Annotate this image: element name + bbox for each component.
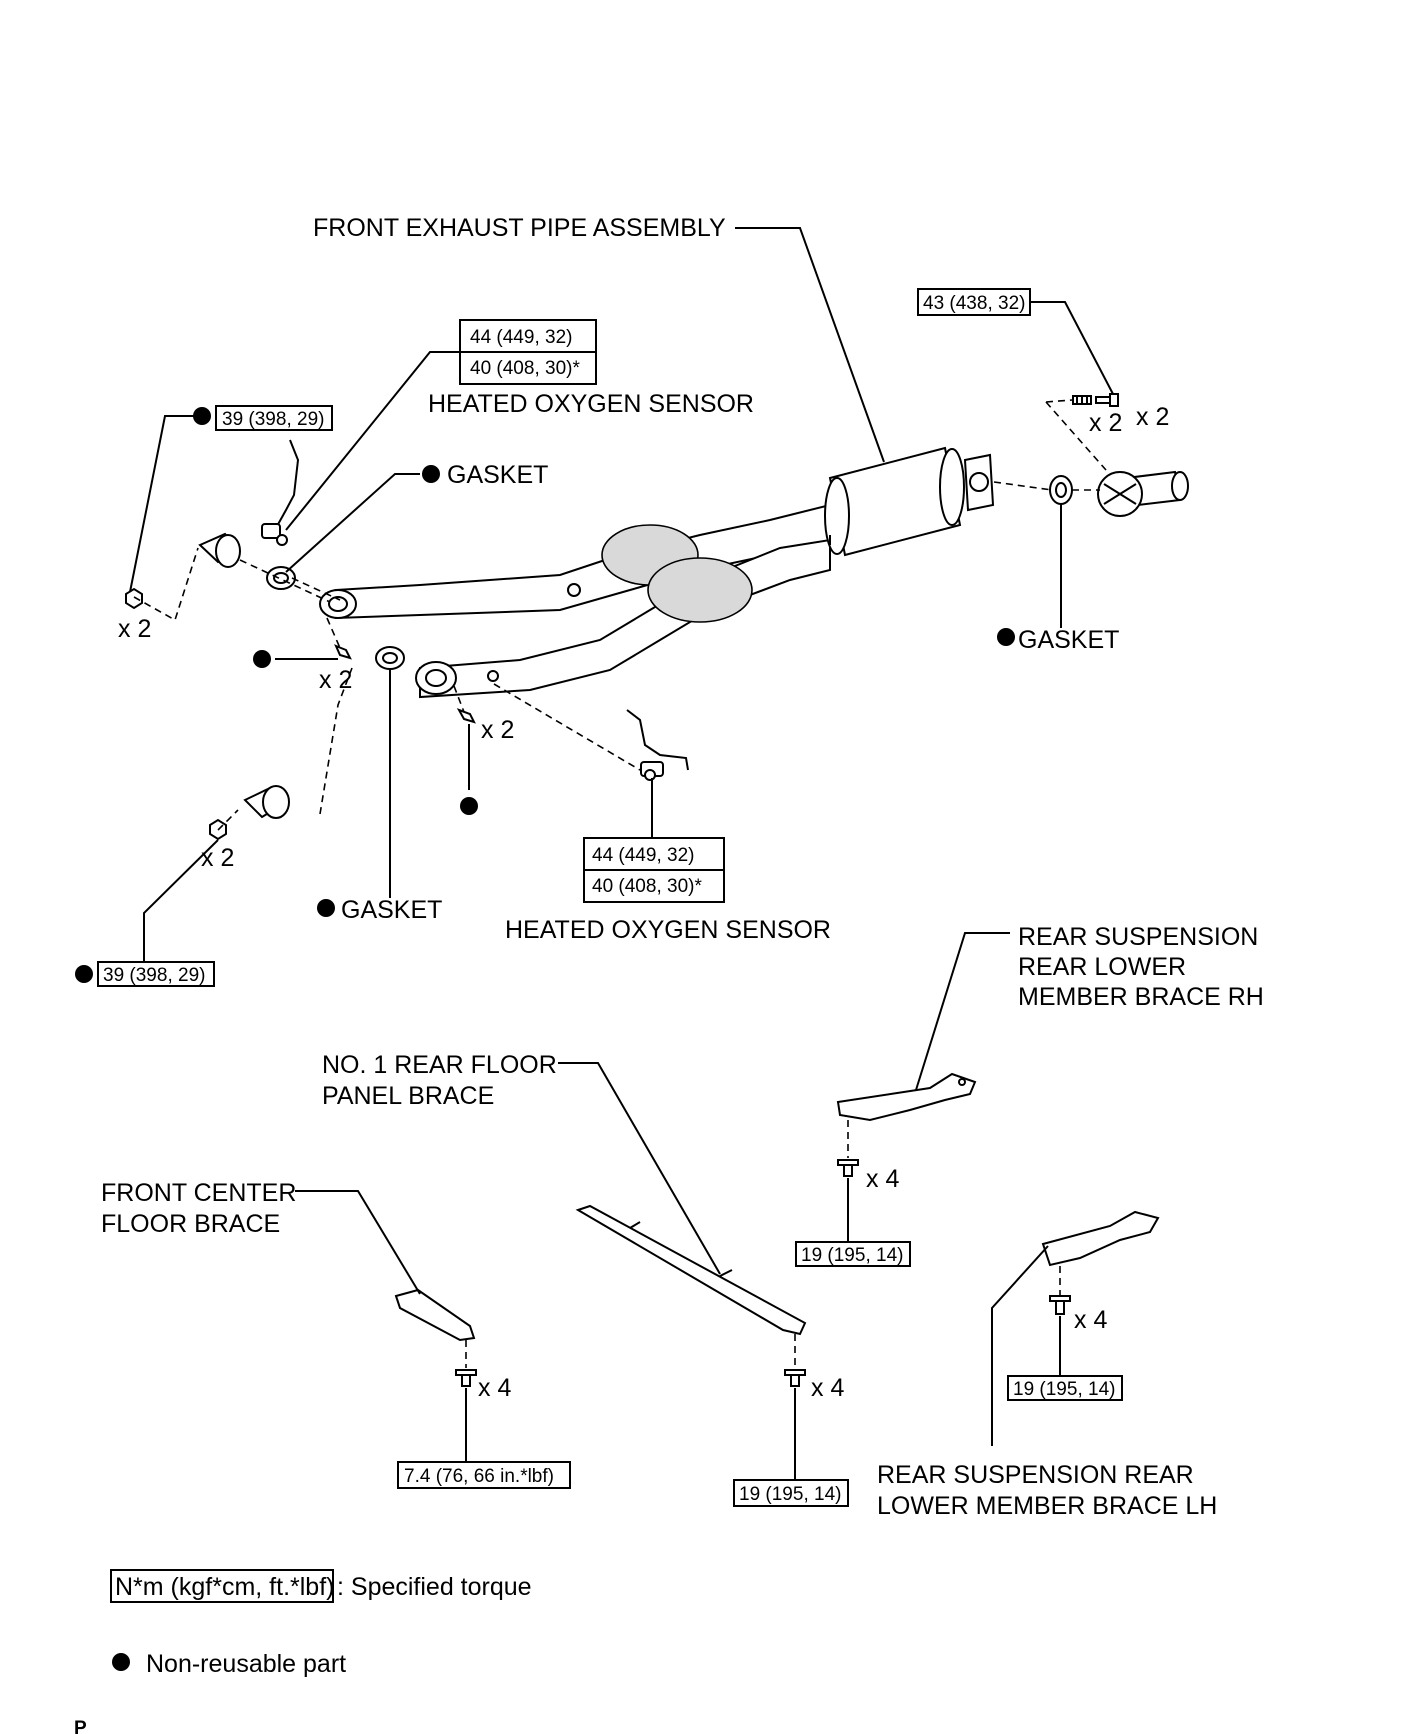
count-tail-spring: x 2: [1089, 409, 1122, 437]
rear-member-brace-rh-part: [836, 1072, 977, 1177]
torque-box-sensor-lower: 44 (449, 32) 40 (408, 30)*: [583, 837, 725, 903]
nut-upper-left: [125, 587, 143, 610]
legend-nonreusable: Non-reusable part: [112, 1650, 346, 1678]
torque-value: 40 (408, 30)*: [470, 358, 580, 379]
torque-value: 7.4 (76, 66 in.*lbf): [404, 1466, 554, 1487]
upper-left-pipe-stub: [198, 532, 241, 568]
nonreusable-dot-gasket-lower: [317, 899, 335, 917]
bolt-mid-left: [334, 644, 352, 660]
label-front-exhaust-pipe: FRONT EXHAUST PIPE ASSEMBLY: [313, 214, 726, 242]
count-bolt-mid-lower: x 2: [481, 716, 514, 744]
torque-box-sensor-upper: 44 (449, 32) 40 (408, 30)*: [459, 319, 597, 385]
label-heated-oxygen-sensor-lower: HEATED OXYGEN SENSOR: [505, 916, 831, 944]
label-gasket-right: GASKET: [1018, 626, 1119, 654]
count-lh-brace: x 4: [1074, 1306, 1107, 1334]
torque-box-nut-upper-left: 39 (398, 29): [215, 405, 333, 431]
label-rear-floor-line-1: NO. 1 REAR FLOOR: [322, 1051, 557, 1079]
tail-spring: [1072, 395, 1092, 405]
torque-value: 39 (398, 29): [222, 409, 324, 430]
gasket-lower-ring: [375, 646, 405, 670]
torque-value: 19 (195, 14): [1013, 1379, 1115, 1400]
torque-value: 40 (408, 30)*: [592, 876, 702, 897]
install-lines: [133, 399, 1107, 831]
tail-pipe: [1097, 470, 1189, 517]
torque-value: 19 (195, 14): [739, 1484, 841, 1505]
torque-box-lh-brace: 19 (195, 14): [1007, 1375, 1123, 1401]
torque-value: 43 (438, 32): [923, 293, 1025, 314]
torque-value: 39 (398, 29): [103, 965, 205, 986]
torque-value: 19 (195, 14): [801, 1245, 903, 1266]
rear-floor-brace-part: [575, 1204, 807, 1387]
label-rh-brace-line-1: REAR SUSPENSION: [1018, 923, 1258, 951]
front-center-brace-part: [394, 1288, 477, 1387]
nonreusable-dot-gasket-upper: [422, 465, 440, 483]
label-front-center-line-1: FRONT CENTER: [101, 1179, 296, 1207]
legend-nonreusable-text: Non-reusable part: [146, 1650, 346, 1678]
label-rh-brace-line-3: MEMBER BRACE RH: [1018, 983, 1264, 1011]
nonreusable-dot-bolt-mid-left: [253, 650, 271, 668]
page-marker: P: [74, 1718, 87, 1734]
tail-bolt: [1095, 393, 1119, 407]
lower-left-pipe-stub: [243, 785, 290, 819]
legend-specified-torque: N*m (kgf*cm, ft.*lbf) : Specified torque: [110, 1569, 532, 1603]
legend-torque-box-text: N*m (kgf*cm, ft.*lbf): [115, 1573, 334, 1601]
label-front-center-line-2: FLOOR BRACE: [101, 1210, 280, 1238]
nonreusable-dot-nut-lower: [75, 965, 93, 983]
legend-torque-text: : Specified torque: [337, 1573, 532, 1601]
count-rear-floor: x 4: [811, 1374, 844, 1402]
label-heated-oxygen-sensor-upper: HEATED OXYGEN SENSOR: [428, 390, 754, 418]
label-gasket-upper-left: GASKET: [447, 461, 548, 489]
oxygen-sensor-lower: [626, 709, 689, 781]
nonreusable-dot-gasket-right: [997, 628, 1015, 646]
oxygen-sensor-upper: [261, 439, 300, 546]
label-lh-brace-line-1: REAR SUSPENSION REAR: [877, 1461, 1194, 1489]
bolt-mid-lower: [456, 708, 476, 724]
gasket-upper-left-ring: [266, 566, 296, 590]
gasket-right-ring: [1049, 475, 1073, 505]
count-bolt-mid-left: x 2: [319, 666, 352, 694]
label-gasket-lower: GASKET: [341, 896, 442, 924]
count-nut-lower-left: x 2: [201, 844, 234, 872]
count-rh-brace: x 4: [866, 1165, 899, 1193]
legend-nonreusable-dot: [112, 1653, 130, 1671]
front-exhaust-pipe-assembly: [319, 446, 995, 699]
torque-box-tail-bolt: 43 (438, 32): [917, 288, 1031, 316]
torque-value: 44 (449, 32): [470, 327, 572, 348]
rear-member-brace-lh-part: [1041, 1210, 1160, 1315]
label-lh-brace-line-2: LOWER MEMBER BRACE LH: [877, 1492, 1217, 1520]
torque-box-rear-floor: 19 (195, 14): [733, 1479, 849, 1507]
count-tail-bolt: x 2: [1136, 403, 1169, 431]
torque-box-rh-brace: 19 (195, 14): [795, 1241, 911, 1267]
torque-value: 44 (449, 32): [592, 845, 694, 866]
torque-box-nut-lower-left: 39 (398, 29): [97, 961, 215, 987]
leader-lines: [129, 227, 1114, 1480]
count-front-center: x 4: [478, 1374, 511, 1402]
torque-box-front-center: 7.4 (76, 66 in.*lbf): [397, 1461, 571, 1489]
label-rear-floor-line-2: PANEL BRACE: [322, 1082, 494, 1110]
count-nut-upper-left: x 2: [118, 615, 151, 643]
nonreusable-dot-bolt-mid-lower: [460, 797, 478, 815]
nonreusable-markers: [75, 407, 1015, 983]
label-rh-brace-line-2: REAR LOWER: [1018, 953, 1186, 981]
nonreusable-dot-nut-upper: [193, 407, 211, 425]
